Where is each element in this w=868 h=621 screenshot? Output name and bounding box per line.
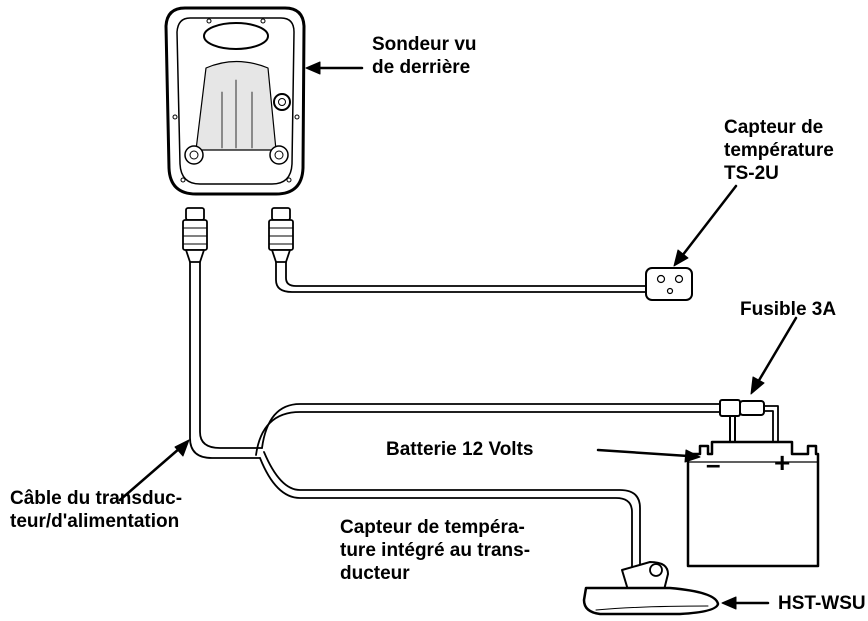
label-sounder-line1: Sondeur vu — [372, 34, 477, 55]
label-sounder-line2: de derrière — [372, 57, 471, 78]
right-socket — [269, 145, 289, 165]
arrow-cable — [118, 446, 182, 502]
arrow-fuse — [756, 316, 798, 384]
label-fuse: Fusible 3A — [740, 298, 836, 321]
label-transducer: HST-WSU — [778, 592, 866, 615]
sounder-unit — [164, 6, 306, 196]
label-sounder: Sondeur vu de derrière — [372, 33, 477, 79]
label-fuse-text: Fusible 3A — [740, 299, 837, 320]
label-cable-line1: Câble du transduc- — [10, 488, 183, 509]
label-cable: Câble du transduc- teur/d'alimentation — [10, 487, 182, 533]
label-transducer-text: HST-WSU — [778, 593, 866, 614]
right-connector — [268, 207, 294, 263]
label-battery: Batterie 12 Volts — [386, 438, 533, 461]
label-battery-text: Batterie 12 Volts — [386, 439, 534, 460]
left-connector — [182, 207, 208, 263]
label-integrated-line2: ture intégré au trans- — [340, 540, 531, 561]
left-socket — [184, 145, 204, 165]
label-ts2u-line3: TS-2U — [724, 163, 779, 184]
battery-positive-terminal: + — [774, 447, 791, 478]
ts2u-cable — [275, 261, 647, 293]
sounder-top-window — [203, 22, 269, 50]
arrow-battery — [596, 448, 690, 458]
label-ts2u: Capteur de température TS-2U — [724, 116, 834, 185]
battery-negative-terminal: – — [706, 449, 721, 479]
fuse-holder — [719, 399, 765, 443]
battery — [686, 440, 820, 568]
arrow-ts2u — [680, 184, 738, 258]
label-ts2u-line1: Capteur de — [724, 117, 824, 138]
label-integrated-sensor: Capteur de tempéra- ture intégré au tran… — [340, 516, 530, 585]
transducer-cable — [259, 451, 641, 571]
label-integrated-line1: Capteur de tempéra- — [340, 517, 525, 538]
hst-wsu-transducer — [582, 561, 720, 616]
power-cable — [255, 403, 779, 456]
label-ts2u-line2: température — [724, 140, 834, 161]
main-cable — [189, 261, 263, 459]
label-cable-line2: teur/d'alimentation — [10, 511, 180, 532]
sounder-mount-knob — [273, 93, 291, 111]
ts2u-sensor — [645, 267, 693, 301]
label-integrated-line3: ducteur — [340, 563, 410, 584]
